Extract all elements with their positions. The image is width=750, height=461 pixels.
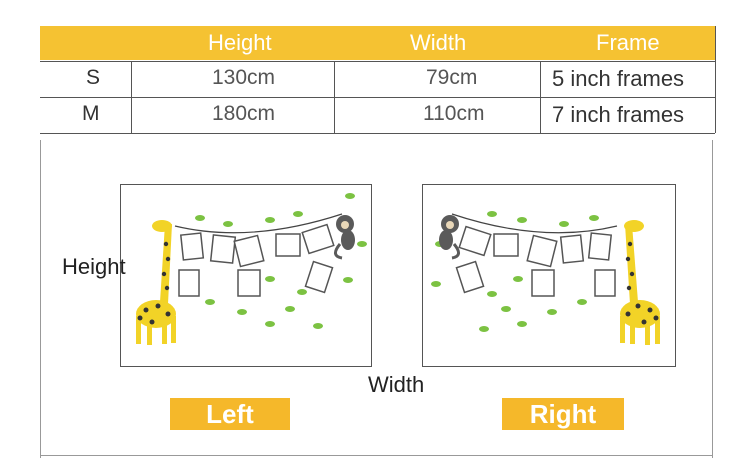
left-decal-illustration: [136, 193, 367, 345]
width-cell: 110cm: [423, 102, 485, 125]
panel-border: [40, 455, 713, 456]
right-wall-outline: [422, 184, 676, 367]
frame-cell: 5 inch frames: [552, 66, 685, 91]
right-variant-button[interactable]: Right: [502, 398, 624, 430]
width-cell: 79cm: [426, 66, 478, 89]
table-line: [334, 61, 335, 133]
panel-border: [712, 140, 713, 458]
table-line: [40, 97, 715, 98]
table-line: [40, 61, 715, 62]
left-wall-outline: [120, 184, 372, 367]
height-cell: 130cm: [212, 66, 276, 89]
table-row: S 130cm 79cm 5 inch frames: [40, 62, 715, 100]
height-cell: 180cm: [212, 102, 276, 125]
size-cell: S: [86, 66, 101, 89]
header-height: Height: [208, 30, 272, 55]
panel-border: [40, 140, 41, 458]
size-cell: M: [82, 102, 100, 125]
table-row: M 180cm 110cm 7 inch frames: [40, 98, 715, 136]
size-table-header: Height Width Frame: [40, 26, 715, 60]
right-decal-illustration: [431, 211, 660, 345]
table-line: [715, 26, 716, 133]
table-line: [540, 61, 541, 133]
frame-cell: 7 inch frames: [552, 102, 685, 127]
width-label: Width: [368, 372, 425, 397]
table-line: [131, 61, 132, 133]
table-line: [40, 133, 715, 134]
header-frame: Frame: [596, 30, 660, 55]
header-width: Width: [410, 30, 467, 55]
left-variant-button[interactable]: Left: [170, 398, 290, 430]
height-label: Height: [62, 254, 126, 279]
